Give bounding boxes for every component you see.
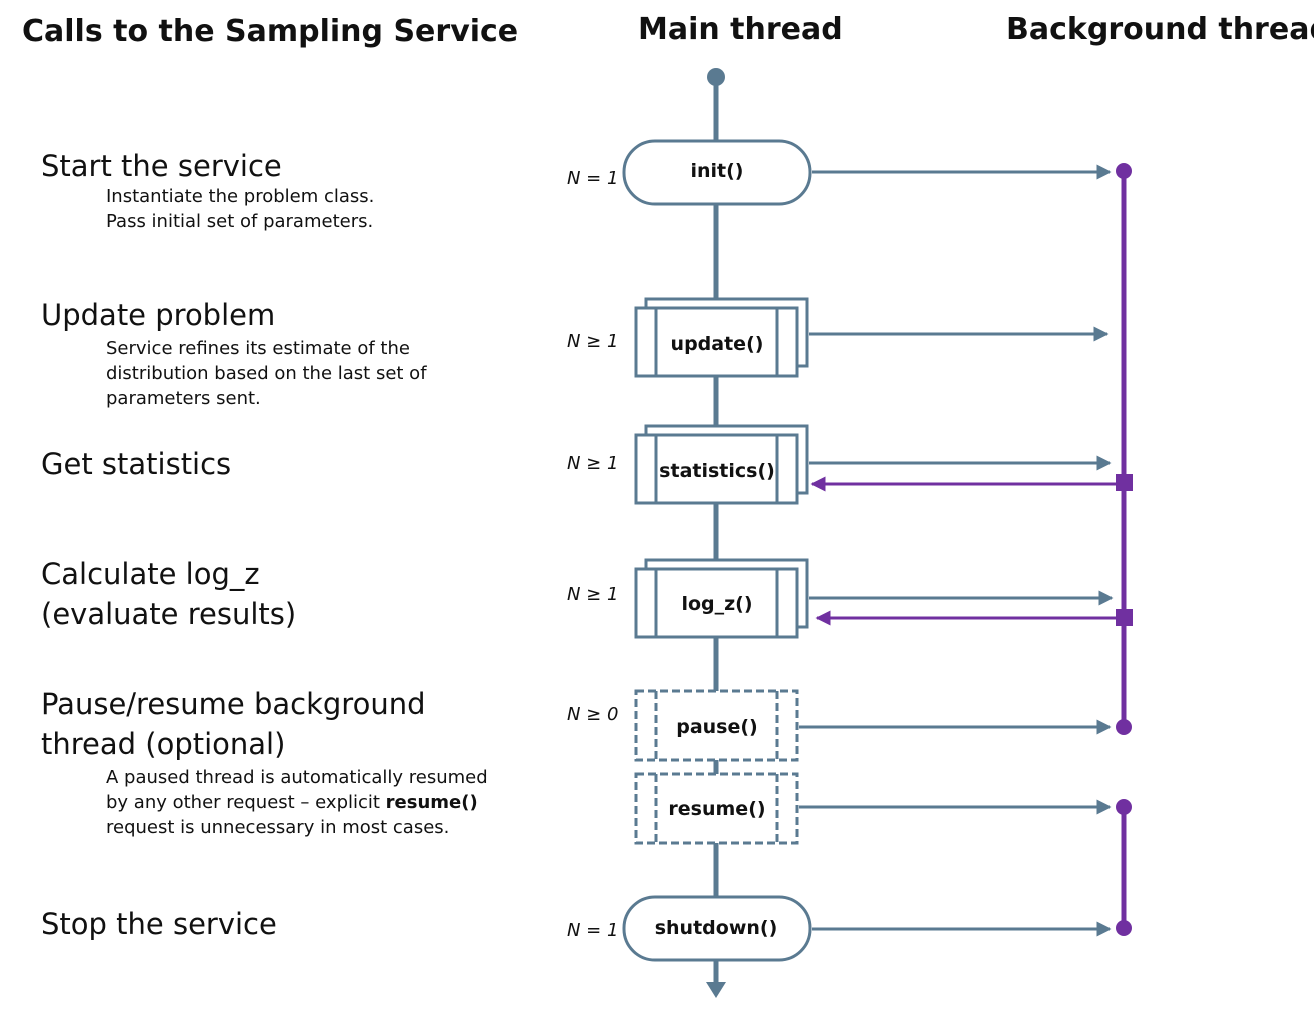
bg-logz-square <box>1116 609 1133 626</box>
update-label: update() <box>671 333 764 355</box>
step-statistics-title: Get statistics <box>41 447 232 481</box>
bg-start-dot <box>1116 163 1132 179</box>
main-thread-line <box>706 68 726 998</box>
init-label: init() <box>690 160 743 182</box>
logz-label: log_z() <box>681 593 752 615</box>
step-update-desc-2: distribution based on the last set of <box>106 363 427 384</box>
update-call: update() <box>634 297 1109 378</box>
background-thread-line <box>1116 163 1133 936</box>
resume-box <box>634 772 799 845</box>
step-pause-desc-2-text: by any other request – explicit <box>106 792 386 813</box>
logz-call: log_z() <box>634 558 1120 639</box>
resume-inline-code: resume() <box>385 792 478 813</box>
n-label-logz: N ≥ 1 <box>567 584 619 605</box>
step-update-title: Update problem <box>41 298 276 332</box>
n-label-update: N ≥ 1 <box>567 331 619 352</box>
init-call: init() <box>622 139 1112 206</box>
left-column-heading: Calls to the Sampling Service <box>22 14 519 49</box>
logz-box <box>634 567 799 639</box>
step-pause-title-2: thread (optional) <box>41 727 286 761</box>
main-thread-heading: Main thread <box>638 12 843 47</box>
update-box <box>634 306 799 378</box>
bg-resume-dot <box>1116 799 1132 815</box>
step-logz-title-2: (evaluate results) <box>41 597 297 631</box>
step-update-desc-3: parameters sent. <box>106 388 261 409</box>
step-pause-desc-1: A paused thread is automatically resumed <box>106 767 488 788</box>
resume-call: resume() <box>634 772 1112 845</box>
statistics-label: statistics() <box>659 460 775 482</box>
bg-stop-dot <box>1116 920 1132 936</box>
step-pause-desc-3: request is unnecessary in most cases. <box>106 817 450 838</box>
step-logz-title: Calculate log_z <box>41 557 260 591</box>
bg-statistics-square <box>1116 474 1133 491</box>
pause-box <box>634 689 799 762</box>
step-start-desc-1: Instantiate the problem class. <box>106 186 375 207</box>
step-start-desc-2: Pass initial set of parameters. <box>106 211 374 232</box>
n-label-shutdown: N = 1 <box>567 920 619 941</box>
n-label-pause: N ≥ 0 <box>567 704 619 725</box>
resume-label: resume() <box>668 798 765 820</box>
pause-call: pause() <box>634 689 1112 762</box>
step-pause-desc-2: by any other request – explicit resume() <box>106 790 478 815</box>
statistics-call: statistics() <box>634 424 1120 505</box>
shutdown-call: shutdown() <box>622 895 1112 962</box>
step-pause-title: Pause/resume background <box>41 687 426 721</box>
shutdown-box <box>622 895 812 962</box>
statistics-box <box>634 433 799 505</box>
background-thread-heading: Background thread <box>1006 12 1314 47</box>
main-thread-end-arrow <box>706 982 726 998</box>
step-start-title: Start the service <box>41 149 282 183</box>
step-update-desc-1: Service refines its estimate of the <box>106 338 410 359</box>
n-label-init: N = 1 <box>567 168 619 189</box>
pause-label: pause() <box>676 716 758 738</box>
shutdown-label: shutdown() <box>655 917 778 939</box>
init-box <box>622 139 812 206</box>
n-label-statistics: N ≥ 1 <box>567 453 619 474</box>
bg-pause-dot <box>1116 719 1132 735</box>
step-stop-title: Stop the service <box>41 907 277 941</box>
